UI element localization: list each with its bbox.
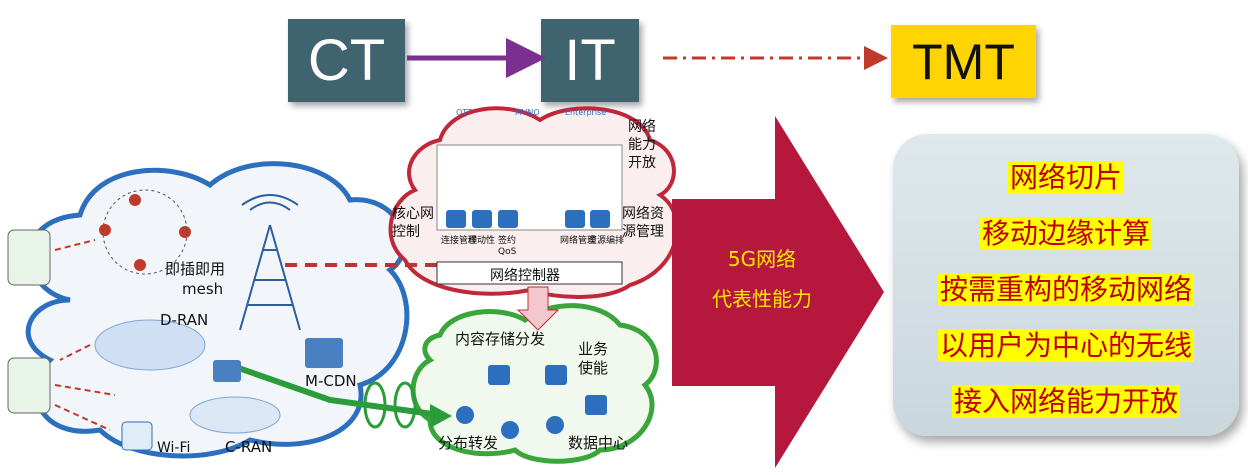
arrow-text-line1: 5G网络: [727, 247, 797, 271]
core-item-mobility: 移动性: [468, 236, 496, 246]
cloud-top-mvno: MVNO: [515, 108, 540, 117]
dc-label: 数据中心: [568, 434, 629, 452]
forward-label: 分布转发: [438, 434, 499, 452]
green-arrowhead: [430, 404, 452, 428]
controller-bar: [436, 261, 623, 285]
res-item-orch: 资源编排: [588, 236, 625, 246]
big-arrow: [672, 116, 884, 468]
cran-label: C-RAN: [225, 438, 273, 456]
capability-2: 移动边缘计算: [979, 217, 1152, 250]
phone-icon-2: [7, 357, 51, 414]
wifi-icon: [121, 421, 153, 451]
capability-3: 按需重构的移动网络: [937, 273, 1194, 306]
mesh-label: mesh: [182, 280, 224, 298]
ct-box: CT: [288, 19, 405, 102]
wifi-label: Wi-Fi: [157, 440, 191, 456]
core-control-label: 核心网控制: [392, 206, 434, 240]
ue-links: [54, 239, 116, 431]
big-arrow-shape: [672, 116, 884, 468]
open-capability-label: 网络能力开放: [628, 119, 656, 171]
ran-cloud: [25, 161, 410, 459]
mesh-label-cn: 即插即用: [165, 260, 226, 278]
mcdn-label: M-CDN: [305, 372, 357, 390]
core-item-qos: QoS: [498, 247, 517, 257]
tower-icon: [239, 194, 301, 331]
controller-down-arrow: [516, 286, 560, 331]
dran-cluster: [94, 319, 206, 371]
phone-icon-1: [7, 229, 51, 286]
arrow-text-line2: 代表性能力: [712, 287, 812, 311]
core-icons: [446, 210, 610, 228]
cloud-top-enterprise: Enterprise: [565, 108, 607, 117]
network-diagram: [7, 106, 679, 464]
mesh-nodes: [99, 194, 191, 271]
ct-label: CT: [307, 28, 386, 93]
storage-label: 内容存储分发: [455, 330, 546, 348]
res-item-mgmt: 网络管理: [560, 236, 597, 246]
capability-4: 以用户为中心的无线: [937, 329, 1194, 362]
capability-1: 网络切片: [1007, 161, 1124, 194]
pipe-ring-2: [393, 381, 417, 429]
it-box: IT: [541, 19, 639, 102]
resource-mgmt-label: 网络资源管理: [622, 206, 664, 240]
green-flow-arrow: [229, 362, 441, 418]
service-icons: [456, 365, 607, 439]
cloud-top-ott: OTT: [456, 108, 472, 117]
mcdn-icon: [305, 338, 343, 368]
core-item-sign: 签约: [498, 236, 517, 246]
controller-label: 网络控制器: [490, 268, 560, 284]
mesh-ring: [102, 189, 188, 275]
hub-icon: [213, 360, 241, 382]
biz-label: 业务使能: [578, 340, 609, 377]
capability-panel: 网络切片 移动边缘计算 按需重构的移动网络 以用户为中心的无线 接入网络能力开放: [893, 134, 1239, 436]
cran-cluster: [189, 396, 281, 434]
tmt-box: TMT: [891, 25, 1036, 98]
tmt-label: TMT: [912, 33, 1015, 90]
core-item-conn: 连接管理: [441, 236, 478, 246]
it-label: IT: [564, 28, 616, 93]
dran-label: D-RAN: [160, 311, 209, 329]
capability-5: 接入网络能力开放: [951, 385, 1180, 418]
